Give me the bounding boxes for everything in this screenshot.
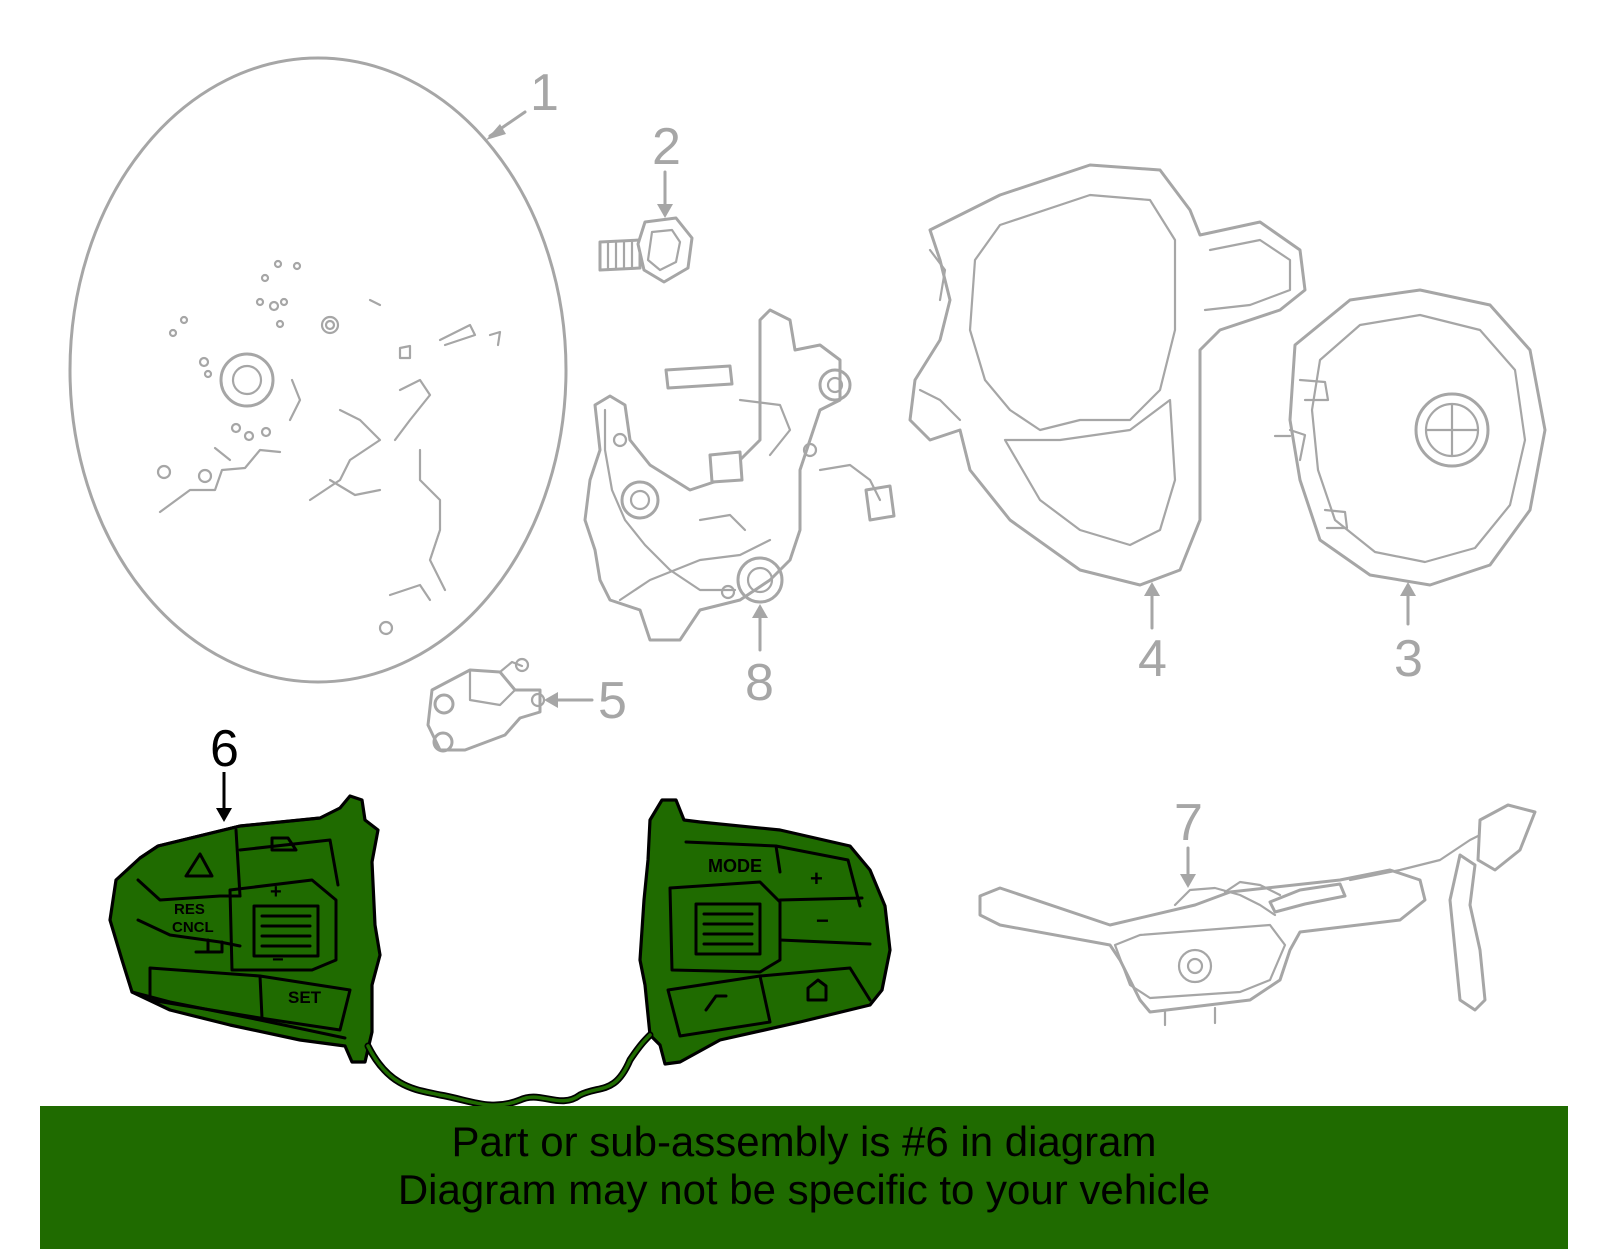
callout-4: 4	[1138, 630, 1167, 688]
callout-6: 6	[210, 720, 239, 778]
mode-button-label: MODE	[708, 856, 762, 876]
minus-left-label: −	[272, 949, 284, 971]
banner-line-part: Part or sub-assembly is #6 in diagram	[451, 1118, 1157, 1165]
callout-8: 8	[745, 654, 774, 712]
callout-1: 1	[530, 64, 559, 122]
bolt-icon	[598, 216, 694, 284]
callout-5: 5	[598, 672, 627, 730]
callout-2: 2	[652, 118, 681, 176]
banner-line-disclaimer: Diagram may not be specific to your vehi…	[397, 1166, 1211, 1213]
connector-icon	[426, 657, 546, 753]
set-button-label: SET	[288, 988, 322, 1007]
cncl-button-label: CNCL	[172, 919, 214, 936]
callout-arrows	[216, 110, 1416, 888]
clock-spring-icon	[583, 308, 896, 642]
harness-icon	[978, 803, 1537, 1027]
res-button-label: RES	[174, 901, 205, 918]
plus-left-label: +	[270, 881, 282, 903]
airbag-module-icon	[1273, 288, 1547, 587]
callout-3: 3	[1394, 630, 1423, 688]
callout-7: 7	[1174, 794, 1203, 852]
info-banner: Part or sub-assembly is #6 in diagram Di…	[40, 1106, 1568, 1249]
minus-right-label: −	[816, 908, 829, 933]
switch-module-icon: RES CNCL SET + − MODE + −	[108, 794, 892, 1109]
steering-wheel-icon	[68, 56, 568, 684]
trim-cover-icon	[908, 163, 1307, 587]
plus-right-label: +	[810, 866, 823, 891]
